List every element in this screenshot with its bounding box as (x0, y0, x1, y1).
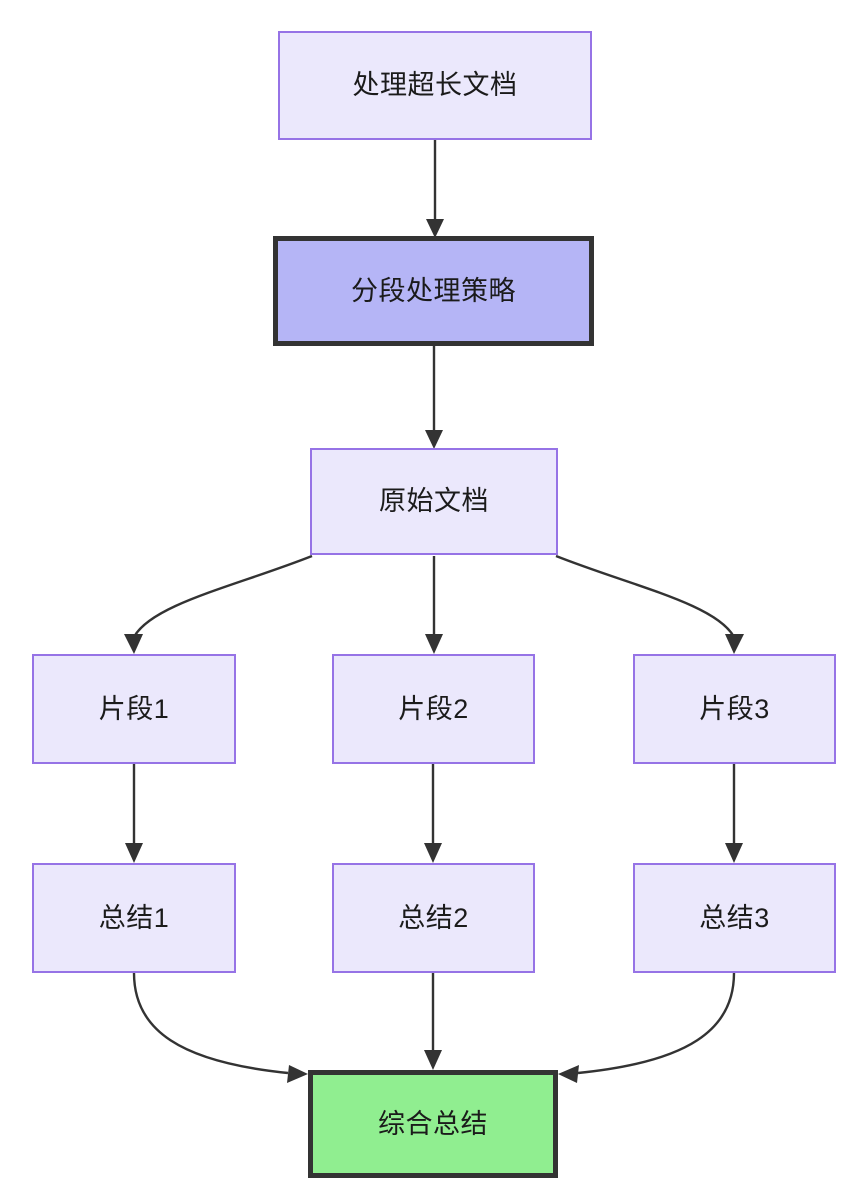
edge-chunk3-to-sum3 (725, 764, 743, 863)
edge-sum1-to-final (132, 972, 308, 1083)
node-label: 总结1 (98, 902, 170, 933)
node-label: 片段2 (398, 693, 469, 724)
edge-source-to-chunk1 (124, 554, 313, 654)
edge-start-to-strategy (426, 140, 444, 238)
node-process-long-document[interactable]: 处理超长文档 (278, 31, 592, 140)
node-chunk-1[interactable]: 片段1 (32, 654, 236, 764)
node-label: 片段3 (699, 693, 770, 724)
node-label: 处理超长文档 (352, 70, 518, 101)
node-combined-summary[interactable]: 综合总结 (308, 1070, 558, 1178)
node-chunking-strategy[interactable]: 分段处理策略 (273, 236, 594, 346)
node-chunk-3[interactable]: 片段3 (633, 654, 836, 764)
edge-source-to-chunk2 (425, 556, 443, 654)
node-label: 总结3 (699, 902, 770, 933)
edge-sum2-to-final (424, 973, 442, 1070)
edge-chunk1-to-sum1 (125, 764, 143, 863)
node-label: 片段1 (98, 693, 170, 724)
node-chunk-2[interactable]: 片段2 (332, 654, 535, 764)
node-summary-3[interactable]: 总结3 (633, 863, 836, 973)
node-label: 综合总结 (378, 1108, 488, 1139)
edge-strategy-to-source (425, 346, 443, 449)
node-label: 分段处理策略 (351, 275, 516, 306)
node-label: 原始文档 (379, 486, 489, 517)
node-summary-1[interactable]: 总结1 (32, 863, 236, 973)
node-source-document[interactable]: 原始文档 (310, 448, 558, 555)
edge-sum3-to-final (558, 972, 736, 1083)
node-label: 总结2 (398, 902, 469, 933)
edge-chunk2-to-sum2 (424, 764, 442, 863)
edge-source-to-chunk3 (555, 554, 744, 654)
node-summary-2[interactable]: 总结2 (332, 863, 535, 973)
